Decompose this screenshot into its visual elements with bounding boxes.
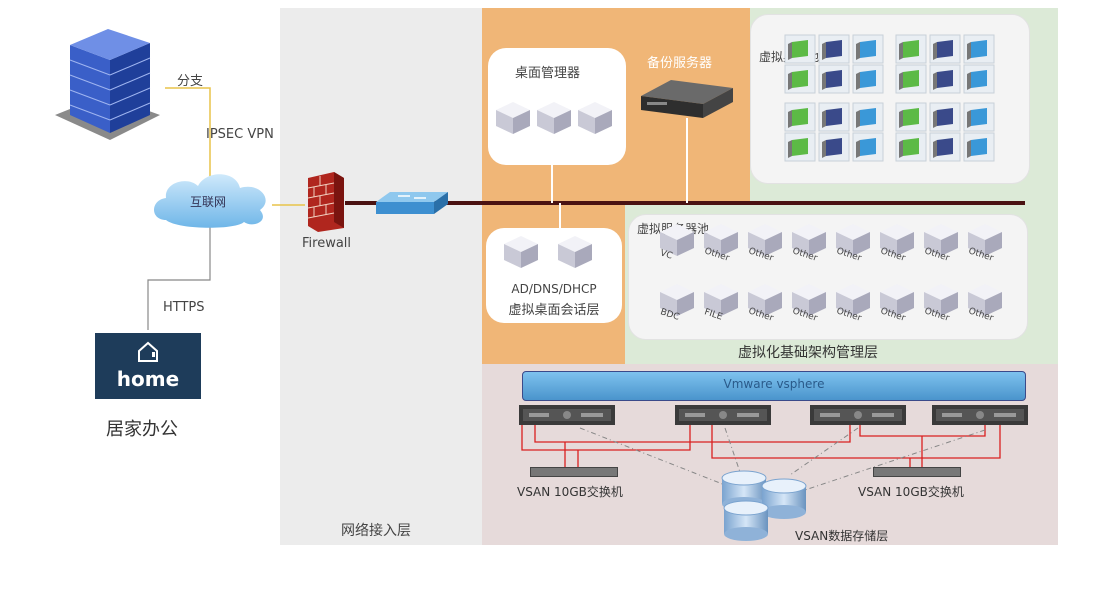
virtual-desktop-icon — [852, 132, 886, 164]
network-layer-label: 网络接入层 — [341, 523, 411, 539]
virtual-desktop-icon — [929, 102, 963, 134]
virtual-desktop-icon — [895, 102, 929, 134]
virtual-desktop-icon — [963, 102, 997, 134]
server-vm-icon — [790, 282, 828, 318]
session-layer-label: 虚拟桌面会话层 — [508, 303, 600, 318]
virtual-desktop-icon — [818, 34, 852, 66]
virtual-desktop-icon — [852, 64, 886, 96]
network-access-zone — [280, 8, 482, 545]
backup-server-label: 备份服务器 — [647, 56, 713, 71]
branch-label: 分支 — [177, 74, 204, 89]
virtual-desktop-icon — [818, 64, 852, 96]
server-vm-icon — [658, 282, 696, 318]
virtual-desktop-icon — [963, 34, 997, 66]
firewall-label: Firewall — [302, 236, 352, 251]
storage-layer-label: VSAN数据存储层 — [795, 529, 889, 543]
virtual-desktop-icon — [784, 102, 818, 134]
vsan-host-server-icon — [932, 405, 1028, 425]
home-office-label: 居家办公 — [106, 419, 178, 440]
vsan-switch-left-label: VSAN 10GB交换机 — [517, 485, 623, 499]
server-vm-icon — [834, 222, 872, 258]
virtual-desktop-icon — [929, 64, 963, 96]
virtual-desktop-icon — [929, 34, 963, 66]
virtual-desktop-icon — [818, 132, 852, 164]
core-switch-icon — [376, 190, 448, 216]
server-vm-icon — [834, 282, 872, 318]
server-cube-icon — [494, 100, 532, 136]
server-vm-icon — [702, 282, 740, 318]
ipsec-vpn-label: IPSEC VPN — [206, 127, 274, 142]
backup-server-icon — [641, 78, 733, 120]
server-vm-icon — [746, 282, 784, 318]
virtual-desktop-icon — [895, 64, 929, 96]
virtual-desktop-icon — [784, 64, 818, 96]
internet-cloud-icon — [148, 168, 276, 230]
virtual-desktop-icon — [895, 34, 929, 66]
virtual-desktop-icon — [852, 102, 886, 134]
virtual-desktop-icon — [895, 132, 929, 164]
vsan-switch-left-icon — [530, 467, 618, 477]
vsphere-bar: Vmware vsphere — [522, 371, 1026, 401]
internet-label: 互联网 — [190, 195, 227, 209]
virtual-desktop-icon — [929, 132, 963, 164]
server-vm-icon — [878, 222, 916, 258]
https-label: HTTPS — [163, 300, 205, 315]
desktop-manager-label: 桌面管理器 — [515, 66, 581, 81]
session-layer-services: AD/DNS/DHCP — [511, 282, 597, 296]
virtual-desktop-icon — [784, 132, 818, 164]
server-vm-icon — [966, 222, 1004, 258]
server-cube-icon — [556, 234, 594, 270]
server-vm-icon — [966, 282, 1004, 318]
firewall-icon — [306, 170, 346, 232]
server-cube-icon — [576, 100, 614, 136]
vsan-host-server-icon — [675, 405, 771, 425]
virtual-desktop-icon — [818, 102, 852, 134]
server-vm-icon — [922, 282, 960, 318]
vsphere-label: Vmware vsphere — [723, 377, 825, 391]
vsan-switch-right-label: VSAN 10GB交换机 — [858, 485, 964, 499]
vsan-storage-icon — [718, 468, 810, 544]
server-vm-icon — [702, 222, 740, 258]
home-logo-text: home — [116, 367, 180, 391]
server-pool-card — [628, 214, 1028, 340]
vsan-host-server-icon — [810, 405, 906, 425]
vsan-host-server-icon — [519, 405, 615, 425]
server-cube-icon — [535, 100, 573, 136]
virtual-desktop-icon — [963, 64, 997, 96]
branch-building-icon — [50, 15, 165, 140]
server-vm-icon — [790, 222, 828, 258]
server-cube-icon — [502, 234, 540, 270]
server-vm-icon — [746, 222, 784, 258]
home-icon — [138, 341, 158, 362]
server-vm-icon — [922, 222, 960, 258]
virtual-desktop-icon — [784, 34, 818, 66]
server-vm-icon — [878, 282, 916, 318]
virtual-desktop-icon — [963, 132, 997, 164]
virtual-desktop-icon — [852, 34, 886, 66]
server-vm-icon — [658, 222, 696, 258]
infra-layer-label: 虚拟化基础架构管理层 — [738, 345, 878, 361]
home-logo: home — [95, 333, 201, 399]
vsan-switch-right-icon — [873, 467, 961, 477]
